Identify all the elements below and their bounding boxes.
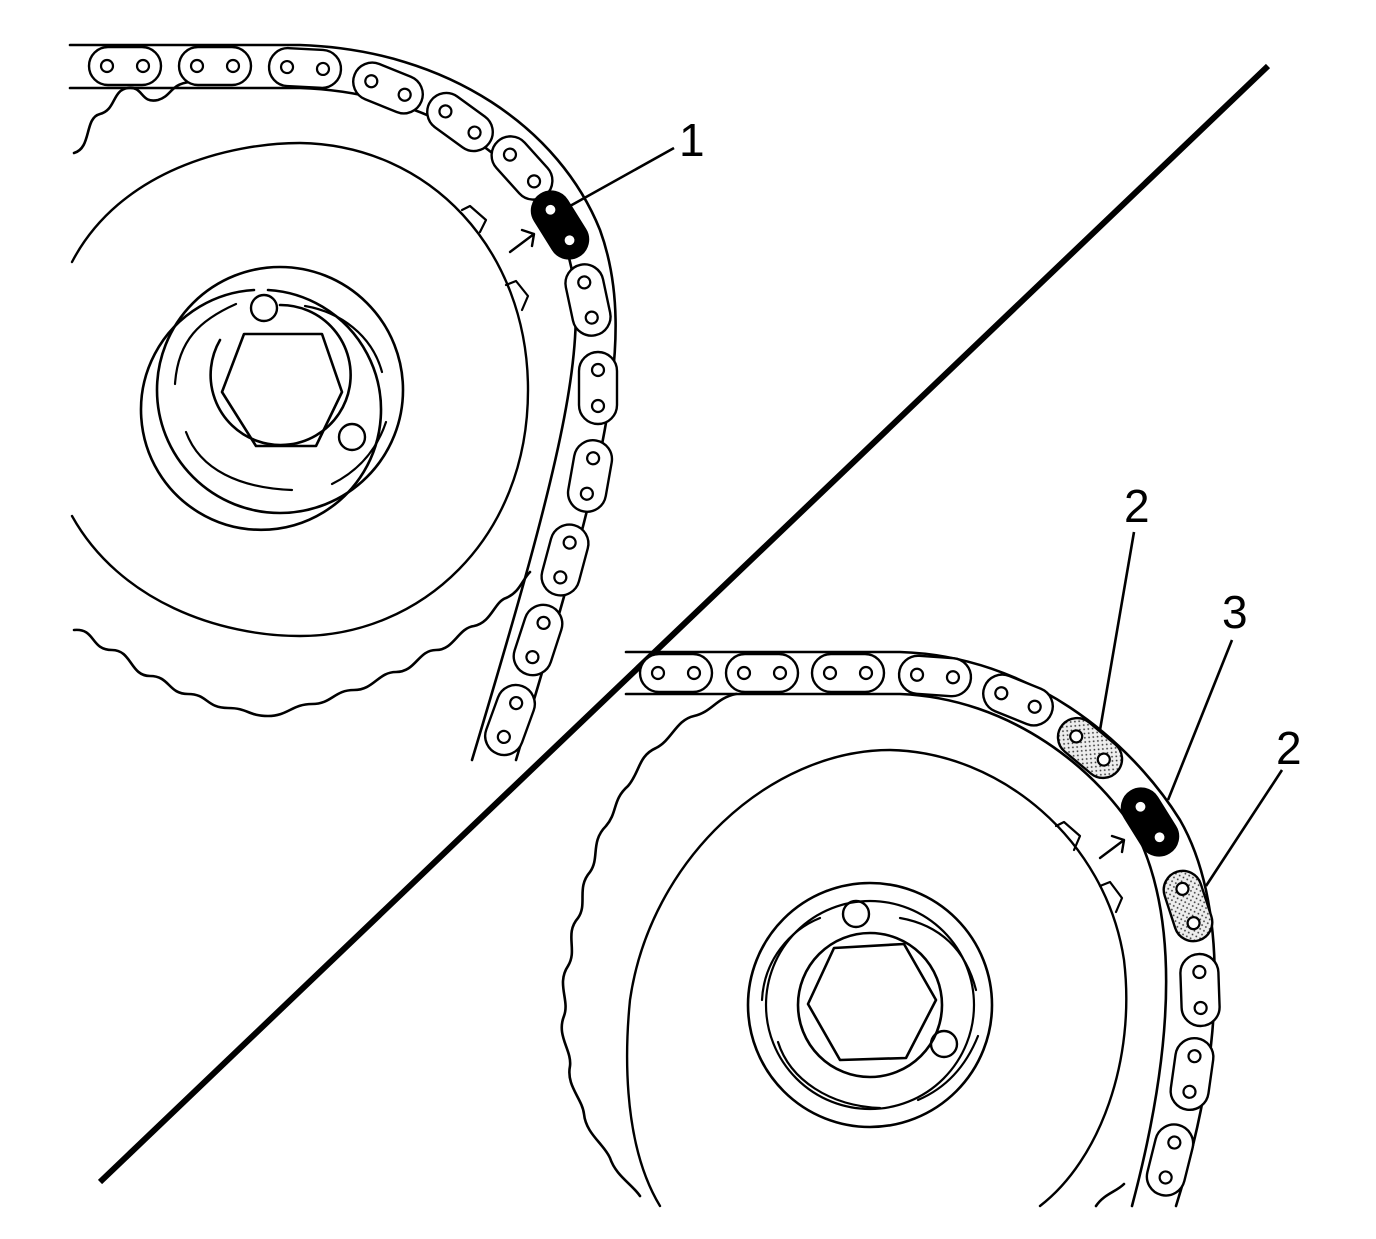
marked-link-3 [1120,787,1180,857]
timing-mark-arrow-icon [508,228,536,254]
callout-1: 1 [569,114,705,208]
chain-link [512,603,564,677]
callout-label-3: 3 [1222,586,1248,638]
leader-line-1 [569,146,675,208]
lower-chain-links [638,652,1221,1197]
timing-mark-arrow-icon [1098,834,1126,860]
leader-line-2a [1098,531,1136,731]
marked-link-1 [530,190,590,260]
panel-divider [97,63,1271,1185]
callout-3: 3 [1166,586,1248,801]
lower-sprocket-teeth [560,692,1126,1208]
upper-hub-recesses [173,302,388,492]
chain-link [490,135,554,201]
chain-link [87,45,163,87]
chain-link [638,652,714,694]
upper-chain-links [87,45,619,757]
marked-link-2 [1056,716,1124,780]
callout-label-1: 1 [679,114,705,166]
chain-link [724,652,800,694]
chain-link [564,263,612,337]
chain-link [982,673,1054,727]
upper-timing-tab-2 [504,279,530,312]
marked-link-2 [1162,869,1214,943]
chain-link [566,439,614,513]
lower-sprocket-rim [625,748,1128,1208]
lower-hub-center [796,931,944,1079]
chain-link [577,350,619,426]
lower-hub-outer [746,881,994,1129]
lower-bolt-hole-2 [929,1029,959,1059]
chain-link [810,652,886,694]
lower-hub-inner [764,899,976,1111]
upper-bolt-hole-1 [249,293,279,323]
chain-link [426,91,494,153]
lower-hub-recesses [760,916,980,1110]
callout-label-2a: 2 [1124,480,1150,532]
upper-hex-bolt [220,332,344,448]
upper-sprocket-rim [70,141,530,638]
upper-hub [139,288,383,532]
chain-link [1169,1036,1215,1112]
lower-sprocket-assembly [560,650,1217,1208]
lower-chain-edges [624,650,1217,1208]
lower-bolt-hole-1 [841,899,871,929]
lower-hex-bolt [806,942,938,1062]
callout-2a: 2 [1098,480,1150,731]
callout-2b: 2 [1204,722,1302,887]
lower-timing-tab-1 [1054,820,1082,852]
chain-link [897,654,973,698]
leader-line-2b [1204,769,1284,887]
chain-link [267,46,343,90]
chain-link [540,523,590,597]
upper-timing-tab-1 [460,204,488,234]
chain-link [1145,1123,1195,1197]
chain-link [483,683,537,757]
upper-bolt-hole-2 [337,422,367,452]
chain-link [1179,952,1221,1028]
chain-link [177,45,253,87]
chain-link [352,61,424,115]
leader-line-3 [1166,639,1234,801]
upper-hub-outer [155,265,405,515]
lower-timing-tab-2 [1098,880,1124,914]
callout-label-2b: 2 [1276,722,1302,774]
